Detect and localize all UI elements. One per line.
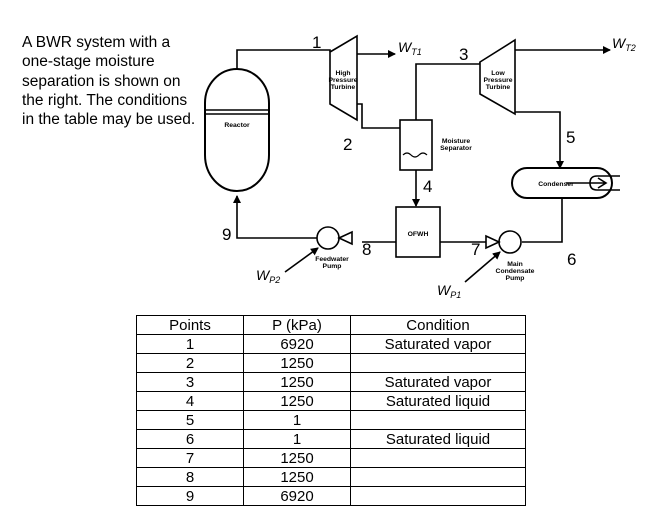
- cell-condition: Saturated vapor: [350, 372, 526, 392]
- header-points: Points: [136, 315, 244, 335]
- hp-turbine-label-3: Turbine: [331, 84, 356, 91]
- steam-line-1: [236, 49, 331, 69]
- cell-pressure: 1: [243, 429, 351, 449]
- state-point-3: 3: [459, 45, 468, 64]
- feedwater-pump: [316, 226, 340, 250]
- cell-point: 1: [136, 334, 244, 354]
- cell-point: 8: [136, 467, 244, 487]
- line-2: [357, 103, 400, 129]
- work-label-wp1: WP1: [437, 282, 461, 300]
- state-point-8: 8: [362, 240, 371, 259]
- separator-label-1: Moisture: [442, 138, 471, 145]
- header-condition: Condition: [350, 315, 526, 335]
- condenser-label: Condenser: [538, 181, 574, 188]
- cell-condition: Saturated vapor: [350, 334, 526, 354]
- cell-point: 5: [136, 410, 244, 430]
- condensate-pump-label-1: Main: [507, 261, 522, 268]
- work-label-wt1: WT1: [398, 39, 422, 57]
- ofwh-label: OFWH: [408, 231, 429, 238]
- cell-pressure: 6920: [243, 334, 351, 354]
- line-3: [415, 62, 481, 120]
- work-label-wt2: WT2: [612, 35, 636, 53]
- lp-turbine-label-2: Pressure: [483, 77, 512, 84]
- hp-turbine-label-1: High: [335, 70, 350, 77]
- cell-pressure: 1250: [243, 391, 351, 411]
- state-point-9: 9: [222, 225, 231, 244]
- state-point-6: 6: [567, 250, 576, 269]
- lp-turbine-label-1: Low: [491, 70, 505, 77]
- condensate-pump-label-3: Pump: [506, 275, 525, 282]
- cell-condition: [350, 467, 526, 487]
- line-5: [515, 111, 564, 169]
- cell-pressure: 1250: [243, 448, 351, 468]
- cell-point: 6: [136, 429, 244, 449]
- condensate-pump-label-2: Condensate: [496, 268, 535, 275]
- line-9: [233, 195, 317, 239]
- cell-point: 3: [136, 372, 244, 392]
- moisture-separator: [399, 119, 433, 171]
- hp-turbine-label-2: Pressure: [328, 77, 357, 84]
- lp-turbine: [479, 38, 516, 116]
- cell-point: 7: [136, 448, 244, 468]
- header-pressure: P (kPa): [243, 315, 351, 335]
- lp-turbine-label-3: Turbine: [486, 84, 511, 91]
- cell-point: 4: [136, 391, 244, 411]
- hp-turbine: [329, 34, 358, 122]
- state-point-5: 5: [566, 128, 575, 147]
- cell-condition: Saturated liquid: [350, 391, 526, 411]
- cell-pressure: 1250: [243, 353, 351, 373]
- separator-label-2: Separator: [440, 145, 472, 152]
- state-point-7: 7: [471, 240, 480, 259]
- cell-point: 2: [136, 353, 244, 373]
- state-point-2: 2: [343, 135, 352, 154]
- feedwater-pump-label-2: Pump: [323, 263, 342, 270]
- condensate-pump: [498, 230, 522, 254]
- feedwater-pump-label-1: Feedwater: [315, 256, 349, 263]
- cell-pressure: 1250: [243, 372, 351, 392]
- cell-pressure: 1: [243, 410, 351, 430]
- cell-condition: Saturated liquid: [350, 429, 526, 449]
- cell-pressure: 1250: [243, 467, 351, 487]
- cell-condition: [350, 448, 526, 468]
- state-point-1: 1: [312, 33, 321, 52]
- table-header-row: Points P (kPa) Condition: [136, 315, 526, 335]
- reactor-label: Reactor: [224, 122, 250, 129]
- intro-text: A BWR system with a one-stage moisture s…: [22, 34, 196, 129]
- cell-pressure: 6920: [243, 486, 351, 506]
- ofwh: [395, 206, 441, 258]
- cell-condition: [350, 486, 526, 506]
- line-6: [522, 198, 563, 243]
- work-label-wp2: WP2: [256, 267, 280, 285]
- reactor-vessel: [204, 68, 270, 192]
- bwr-schematic: Reactor High Pressure Turbine Low Pressu…: [204, 33, 636, 300]
- cell-point: 9: [136, 486, 244, 506]
- cell-condition: [350, 353, 526, 373]
- state-point-4: 4: [423, 177, 432, 196]
- cell-condition: [350, 410, 526, 430]
